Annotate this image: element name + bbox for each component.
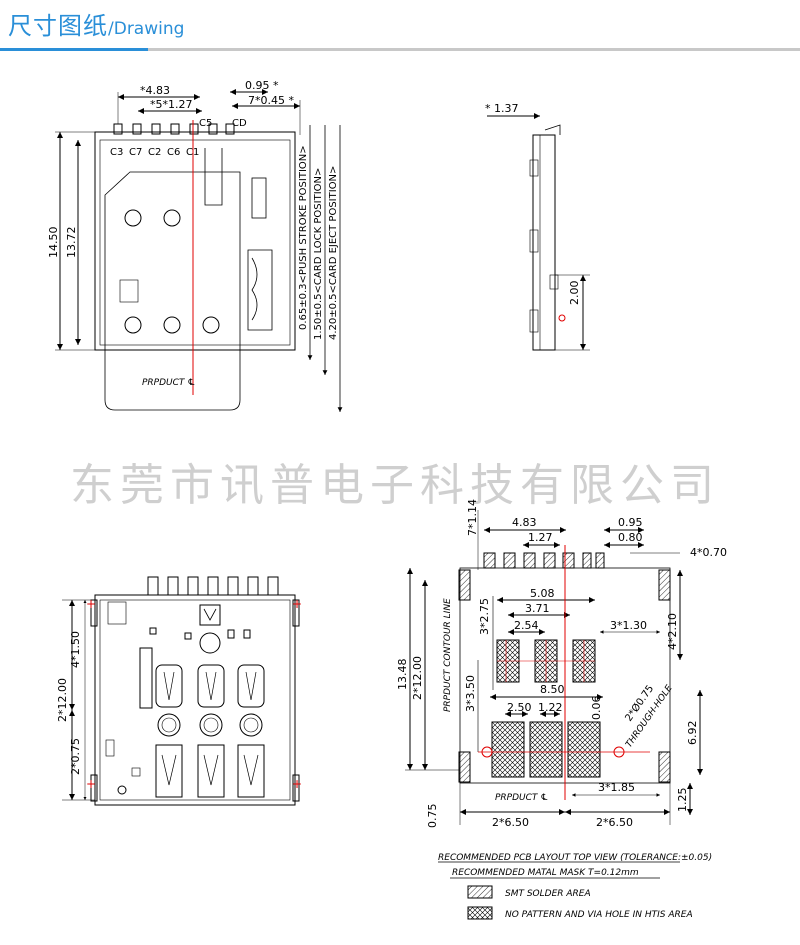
- push-stroke-position: 0.65±0.3<PUSH STROKE POSITION>: [298, 145, 309, 330]
- dim-pcb-2x650-left: 2*6.50: [492, 816, 529, 829]
- pin-label-c7: C7: [129, 147, 142, 158]
- pcb-product-label: PRPDUCT ℄: [495, 793, 548, 803]
- top-view-drawing: [55, 89, 343, 412]
- dim-height-14-50: 14.50: [47, 227, 60, 259]
- dim-pcb-5-08: 5.08: [530, 587, 555, 600]
- dim-pcb-2-54: 2.54: [514, 619, 539, 632]
- watermark-text: 东莞市讯普电子科技有限公司: [70, 460, 720, 511]
- dim-pcb-2-50: 2.50: [507, 701, 532, 714]
- dim-pcb-0-06: 0.06: [590, 696, 603, 721]
- pin-label-cd: CD: [232, 118, 247, 129]
- dim-pcb-13-48: 13.48: [396, 659, 409, 691]
- dim-pcb-2x650-right: 2*6.50: [596, 816, 633, 829]
- dim-side-1-37: * 1.37: [485, 102, 519, 115]
- dim-pcb-1-25: 1.25: [676, 788, 689, 813]
- product-contour-label: PRPDUCT CONTOUR LINE: [443, 598, 453, 712]
- dim-top-5x127: *5*1.27: [150, 98, 193, 111]
- bottom-marker-bl: +: [86, 777, 96, 791]
- dim-pcb-0-95: 0.95: [618, 516, 643, 529]
- pin-label-c5: C5: [199, 118, 212, 129]
- dim-height-13-72: 13.72: [65, 227, 78, 259]
- legend-label-smt: SMT SOLDER AREA: [505, 889, 591, 899]
- side-view-drawing: [487, 113, 590, 351]
- through-hole-right: [613, 746, 625, 758]
- dim-pcb-7x114: 7*1.14: [466, 499, 479, 536]
- dim-pcb-4x070: 4*0.70: [690, 546, 727, 559]
- dim-pcb-4x210: 4*2.10: [666, 613, 679, 650]
- dim-pcb-2x1200: 2*12.00: [411, 656, 424, 700]
- dim-pcb-3x185: 3*1.85: [598, 781, 635, 794]
- pin-label-c3: C3: [110, 147, 123, 158]
- card-eject-position: 4.20±0.5<CARD EJECT POSITION>: [328, 166, 339, 340]
- dim-pcb-6-92: 6.92: [686, 721, 699, 746]
- legend-label-no-pattern: NO PATTERN AND VIA HOLE IN HTIS AREA: [505, 910, 693, 920]
- pcb-caption-2: RECOMMENDED MATAL MASK T=0.12mm: [452, 868, 639, 878]
- pcb-caption-1: RECOMMENDED PCB LAYOUT TOP VIEW (TOLERAN…: [438, 853, 712, 863]
- dim-pcb-8-50: 8.50: [540, 683, 565, 696]
- bottom-marker-tl: +: [86, 597, 96, 611]
- sim-card-outline: [104, 171, 241, 411]
- bottom-marker-tr: +: [292, 597, 302, 611]
- page-header: 尺寸图纸/Drawing: [8, 6, 184, 46]
- page-title: 尺寸图纸: [8, 12, 108, 40]
- dim-pcb-0-75: 0.75: [426, 804, 439, 829]
- top-view-housing: [94, 131, 296, 351]
- dim-pcb-1-27: 1.27: [528, 531, 553, 544]
- dim-side-2-00: 2.00: [568, 281, 581, 306]
- pin-label-c6: C6: [167, 147, 180, 158]
- header-divider: [0, 48, 800, 51]
- dim-bottom-2x1200: 2*12.00: [56, 678, 69, 722]
- legend-swatch-cross: [467, 906, 493, 920]
- dim-top-4-83: *4.83: [140, 84, 170, 97]
- header-divider-accent: [0, 48, 148, 51]
- dim-top-0-95: 0.95 *: [245, 79, 279, 92]
- dim-top-7x045: 7*0.45 *: [248, 94, 294, 107]
- dim-pcb-3x130: 3*1.30: [610, 619, 647, 632]
- dim-pcb-3x350: 3*3.50: [464, 675, 477, 712]
- dim-bottom-4x150: 4*1.50: [69, 631, 82, 668]
- pcb-layout-drawing: [405, 510, 703, 920]
- dim-pcb-3-71: 3.71: [525, 602, 550, 615]
- bottom-view-drawing: [62, 576, 300, 806]
- dim-pcb-0-80: 0.80: [618, 531, 643, 544]
- bottom-marker-br: +: [292, 777, 302, 791]
- top-product-label: PRPDUCT ℄: [142, 378, 195, 388]
- through-hole-left: [481, 746, 493, 758]
- dim-bottom-2x075: 2*0.75: [69, 738, 82, 775]
- pin-label-c1: C1: [186, 147, 199, 158]
- pin-label-c2: C2: [148, 147, 161, 158]
- card-lock-position: 1.50±0.5<CARD LOCK POSITION>: [313, 168, 324, 340]
- page-subtitle: /Drawing: [108, 19, 185, 39]
- legend-swatch-hatch: [467, 885, 493, 899]
- dim-pcb-3x275: 3*2.75: [478, 598, 491, 635]
- dim-pcb-4-83: 4.83: [512, 516, 537, 529]
- dim-pcb-1-22: 1.22: [538, 701, 563, 714]
